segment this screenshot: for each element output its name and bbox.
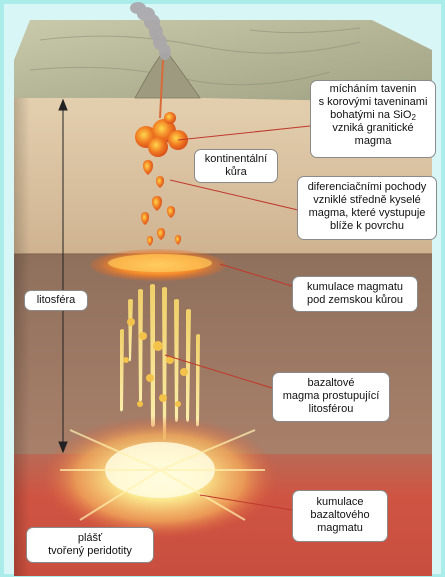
granite-line-4: vzniká granitické bbox=[314, 122, 432, 135]
basalt-line-3: litosférou bbox=[276, 403, 386, 416]
basalt-accum-line-3: magmatu bbox=[296, 522, 384, 535]
basalt-accum-line-1: kumulace bbox=[296, 496, 384, 509]
granite-line-3: bohatými na SiO2 bbox=[314, 109, 432, 122]
accum-line-2: pod zemskou kůrou bbox=[296, 294, 414, 307]
label-basaltic-magma-rising: bazaltové magma prostupující litosférou bbox=[272, 372, 390, 422]
label-mantle: plášť tvořený peridotity bbox=[26, 527, 154, 563]
diff-line-2: vzniklé středně kyselé bbox=[301, 194, 433, 207]
granite-line-3-subscript: 2 bbox=[411, 113, 415, 122]
diff-line-4: blíže k povrchu bbox=[301, 220, 433, 233]
label-continental-crust: kontinentální kůra bbox=[194, 149, 278, 183]
granite-line-2: s korovými taveninami bbox=[314, 96, 432, 109]
label-lithosphere: litosféra bbox=[24, 290, 88, 311]
accum-line-1: kumulace magmatu bbox=[296, 281, 414, 294]
label-magma-accumulation: kumulace magmatu pod zemskou kůrou bbox=[292, 276, 418, 312]
block-left-shade bbox=[14, 98, 30, 576]
basalt-line-1: bazaltové bbox=[276, 377, 386, 390]
granite-line-5: magma bbox=[314, 135, 432, 148]
granite-line-1: mícháním tavenin bbox=[314, 83, 432, 96]
label-granitic-magma: mícháním tavenin s korovými taveninami b… bbox=[310, 80, 436, 158]
basalt-line-2: magma prostupující bbox=[276, 390, 386, 403]
label-differentiation: diferenciačními pochody vzniklé středně … bbox=[297, 176, 437, 240]
diff-line-3: magma, které vystupuje bbox=[301, 207, 433, 220]
diff-line-1: diferenciačními pochody bbox=[301, 181, 433, 194]
label-basaltic-accumulation: kumulace bazaltového magmatu bbox=[292, 490, 388, 542]
crust-line-2: kůra bbox=[198, 166, 274, 179]
granite-line-3-text: bohatými na SiO bbox=[330, 109, 411, 121]
lithosphere-text: litosféra bbox=[28, 294, 84, 307]
basalt-accum-line-2: bazaltového bbox=[296, 509, 384, 522]
mantle-line-1: plášť bbox=[30, 532, 150, 545]
crust-line-1: kontinentální bbox=[198, 153, 274, 166]
mantle-line-2: tvořený peridotity bbox=[30, 545, 150, 558]
